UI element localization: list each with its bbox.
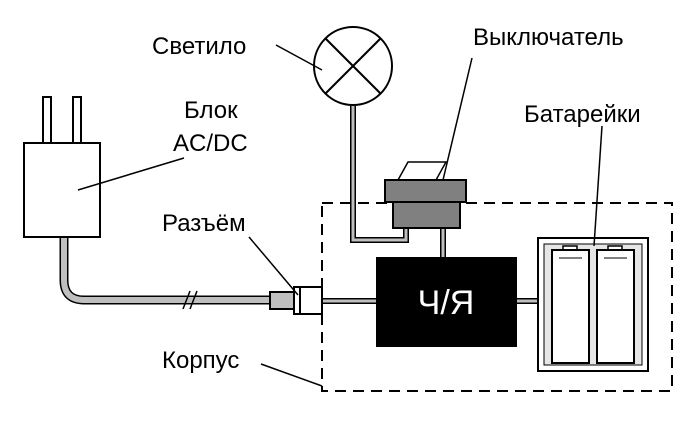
chip-block (376, 257, 517, 347)
adapter-icon (23, 96, 101, 238)
callout-lines (77, 44, 603, 387)
callout-switch (442, 57, 473, 181)
callout-lamp (275, 44, 323, 71)
connector-label: Разъём (162, 210, 246, 237)
switch-icon (384, 161, 467, 229)
lamp-label: Светило (152, 33, 246, 60)
lamp-wire (350, 106, 409, 243)
callout-housing (260, 363, 323, 387)
batteries-label: Батарейки (524, 101, 641, 128)
housing-label: Корпус (162, 347, 239, 374)
lamp-icon (313, 26, 393, 106)
callout-connector (248, 236, 299, 296)
connector-icon (269, 286, 323, 315)
power-cable (59, 237, 270, 310)
callout-batteries (593, 125, 603, 247)
adapter-label-line2: AC/DC (173, 130, 248, 157)
chip-label: Ч/Я (418, 284, 475, 322)
battery-holder-icon (537, 237, 649, 372)
switch-label: Выключатель (473, 24, 624, 51)
adapter-label-line1: Блок (184, 97, 238, 124)
callout-adapter (77, 157, 185, 191)
